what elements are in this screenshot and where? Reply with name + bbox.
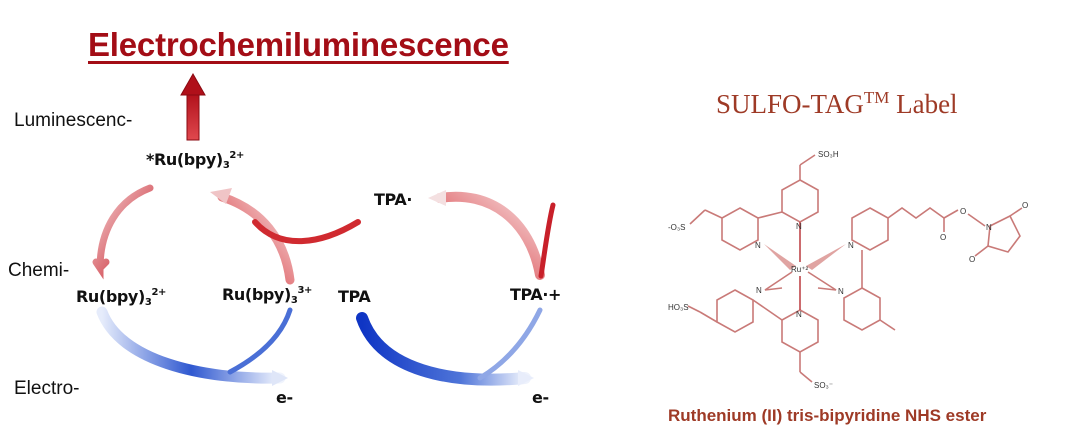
electro-label: Electro- — [14, 378, 80, 399]
atom-o3s-left: -O₃S — [668, 223, 685, 232]
species-ru-3plus: Ru(bpy)33+ — [222, 285, 312, 306]
atom-n-succinimide: N — [986, 223, 992, 232]
atom-o-succ-top: O — [1022, 201, 1028, 210]
atom-n-bottom: N — [796, 310, 802, 319]
red-arc-excited-to-ground — [92, 184, 154, 280]
species-tpa: TPA — [338, 287, 371, 306]
species-tpa-radical: TPA· — [374, 190, 413, 209]
atom-o-ester: O — [960, 207, 966, 216]
structure-caption: Ruthenium (II) tris-bipyridine NHS ester — [668, 406, 987, 425]
atom-o-succ-bottom: O — [969, 255, 975, 264]
red-arrowhead-excited — [210, 188, 232, 204]
species-excited-ru: *Ru(bpy)32+ — [146, 150, 244, 171]
atom-n-left: N — [755, 241, 761, 250]
luminescence-label: Luminescenc- — [14, 110, 133, 131]
red-hook-right — [538, 202, 556, 279]
electron-right: e- — [532, 388, 549, 407]
diagram-title: Electrochemiluminescence — [88, 26, 509, 63]
atom-ru: Ru⁺² — [791, 265, 808, 274]
atom-ho3s: HO₃S — [668, 303, 689, 312]
blue-arrowhead-electron-left — [272, 370, 288, 386]
atom-so3-minus: SO₃⁻ — [814, 381, 833, 390]
blue-arc-right-up — [477, 307, 543, 381]
atom-n-right: N — [848, 241, 854, 250]
red-arrowhead-tpa-radical — [428, 190, 446, 206]
blue-arc-left-up — [227, 307, 293, 375]
red-arc-right — [435, 191, 545, 280]
sulfo-tag-label: SULFO-TAGTM Label — [716, 88, 958, 119]
structure-atom-labels: SO₃H -O₃S HO₃S SO₃⁻ Ru⁺² N N N N N N O O… — [668, 150, 1028, 390]
luminescence-arrow — [180, 72, 206, 141]
species-tpa-radical-cation: TPA·+ — [510, 285, 562, 304]
sulfo-tag-structure — [687, 154, 1023, 383]
atom-o-carbonyl: O — [940, 233, 946, 242]
species-ru-2plus: Ru(bpy)32+ — [76, 287, 166, 308]
red-sweep-tpa-radical — [252, 219, 361, 245]
blue-arc-right — [356, 312, 531, 386]
atom-n-top: N — [796, 222, 802, 231]
blue-arc-left — [96, 306, 286, 384]
electron-left: e- — [276, 388, 293, 407]
atom-n-lower-left: N — [756, 286, 762, 295]
red-arc-ru3-to-excited — [217, 192, 295, 285]
blue-arrowhead-electron-right — [518, 370, 534, 386]
atom-n-lower-right: N — [838, 287, 844, 296]
atom-so3h: SO₃H — [818, 150, 839, 159]
chemi-label: Chemi- — [8, 260, 70, 281]
